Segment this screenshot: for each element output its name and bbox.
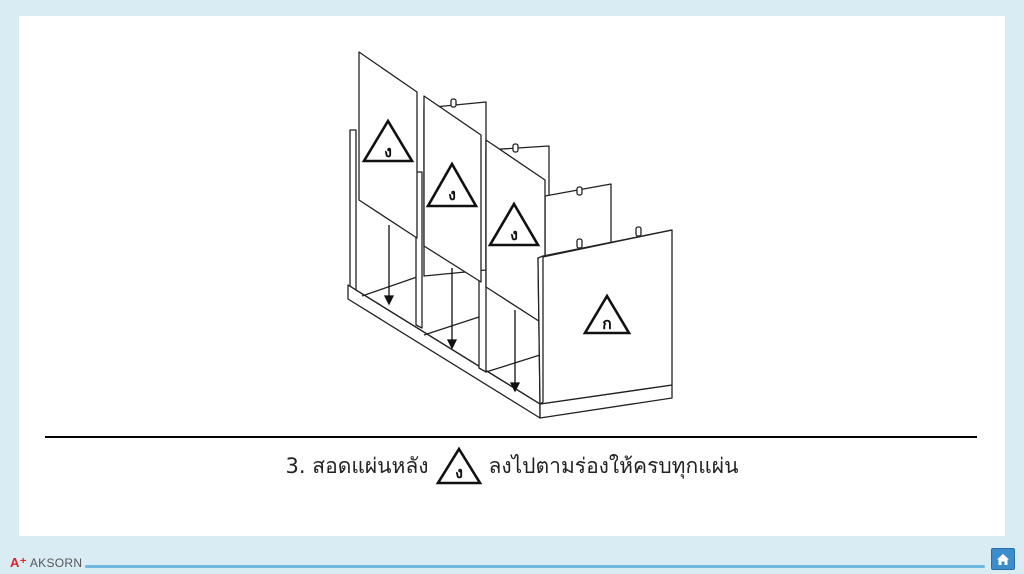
caption-marker: ง [455,463,463,482]
section-divider [45,436,977,438]
svg-text:ง: ง [448,185,456,204]
caption-suffix: ลงไปตามร่องให้ครบทุกแผ่น [488,453,739,478]
aksorn-logo-icon: A⁺ [10,555,27,570]
aksorn-logo: A⁺ AKSORN [10,555,82,571]
brand-name: AKSORN [29,556,83,570]
triangle-marker-icon: ง [435,446,482,485]
marker-triangle [361,118,415,163]
home-button[interactable] [991,548,1015,570]
step-caption: 3. สอดแผ่นหลัง ง ลงไปตามร่องให้ครบทุกแผ่… [0,446,1024,486]
panel-label: ง [384,142,392,161]
svg-text:ก: ก [602,314,612,333]
svg-text:ง: ง [510,225,518,244]
home-icon [997,553,1009,565]
caption-prefix: 3. สอดแผ่นหลัง [285,453,429,478]
footer-progress-line [85,565,985,568]
